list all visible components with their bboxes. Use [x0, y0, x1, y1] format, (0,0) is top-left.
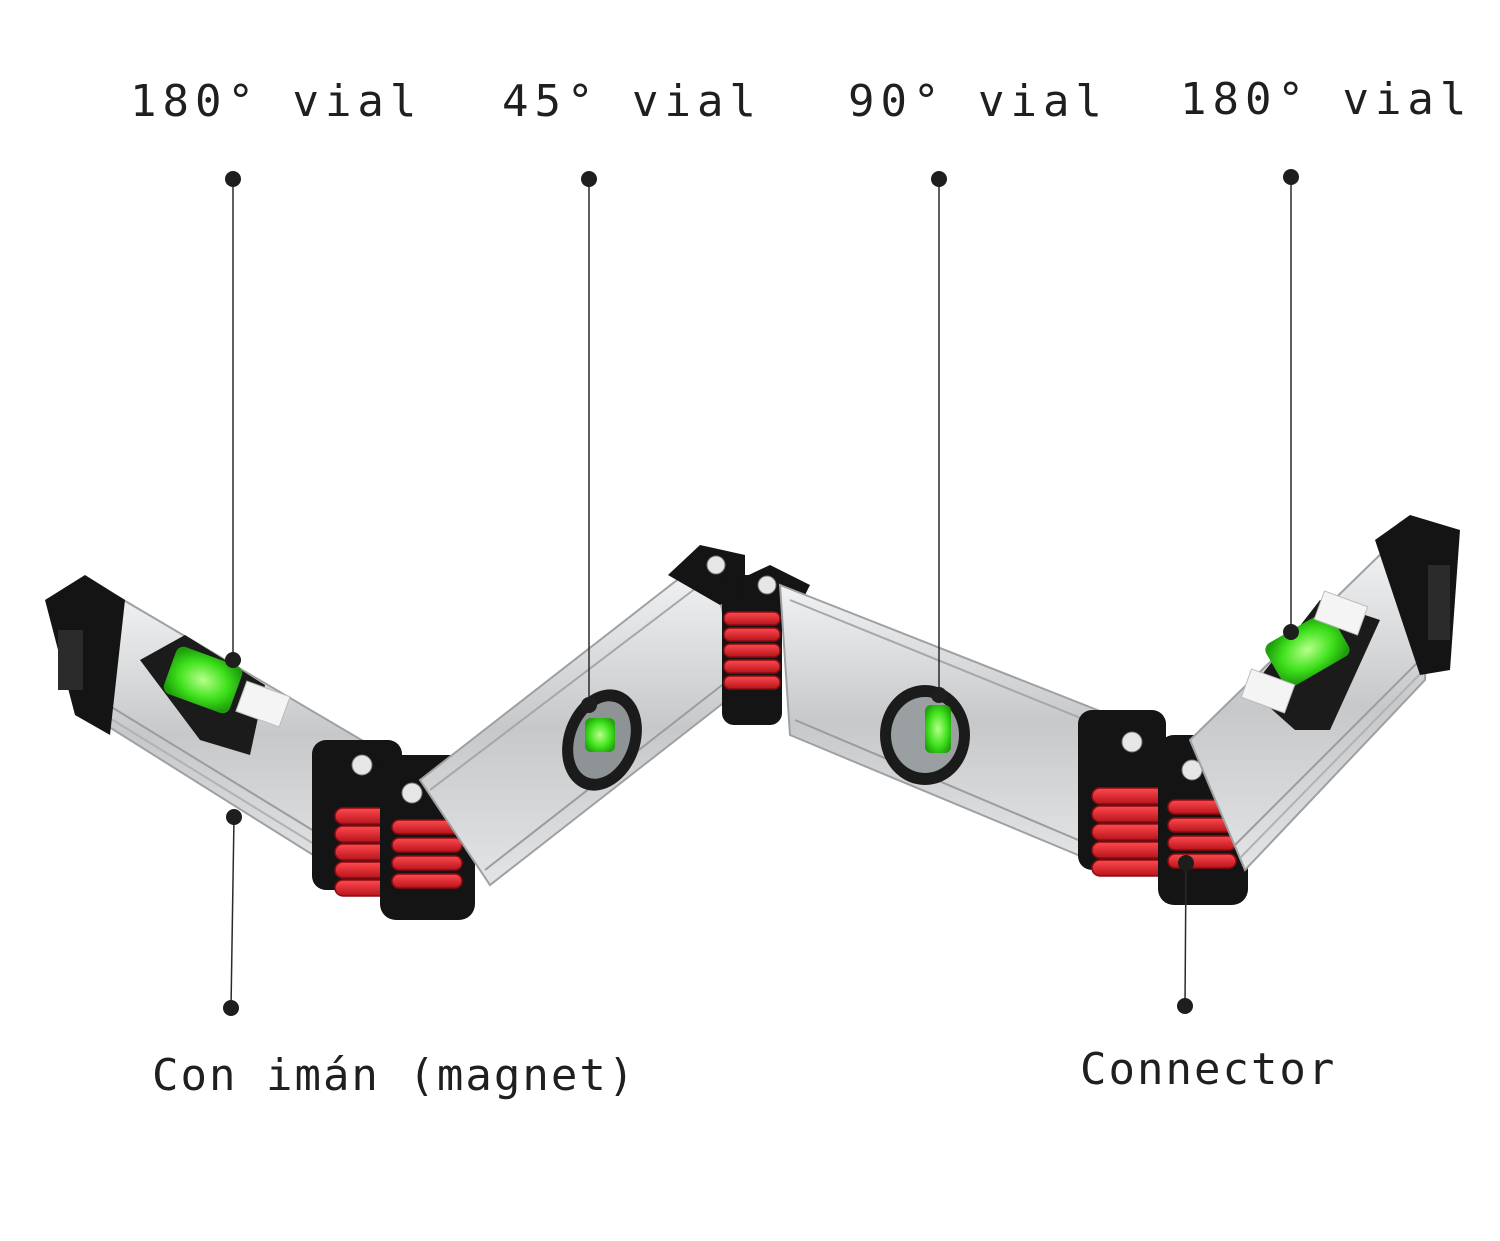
- leader-vial-45: [581, 171, 597, 713]
- leader-vial-180-right: [1283, 169, 1299, 640]
- vial-45-window: [562, 689, 642, 791]
- vial-90-window: [880, 685, 970, 785]
- label-connector: Connector: [1080, 1044, 1337, 1095]
- leader-connector: [1177, 855, 1194, 1014]
- end-cap: [45, 575, 125, 735]
- level-segment-1: [45, 575, 372, 877]
- label-vial-180-left: 180° vial: [130, 76, 423, 127]
- leader-vial-180-left: [225, 171, 241, 668]
- label-vial-45: 45° vial: [502, 76, 762, 127]
- hinge-connector-3: [1078, 710, 1248, 905]
- vial-180-right-window: [1240, 590, 1380, 730]
- vial-180-left-window: [140, 635, 291, 755]
- label-vial-90: 90° vial: [848, 76, 1108, 127]
- label-vial-180-right: 180° vial: [1180, 74, 1473, 125]
- level-segment-4: [1188, 515, 1460, 872]
- label-magnet: Con imán (magnet): [152, 1050, 637, 1101]
- level-segment-2: [418, 545, 745, 887]
- level-segment-3: [778, 583, 1112, 862]
- hinge-connector-1: [312, 740, 475, 920]
- end-cap: [1375, 515, 1460, 675]
- leader-vial-90: [931, 171, 947, 703]
- leader-magnet: [223, 809, 242, 1016]
